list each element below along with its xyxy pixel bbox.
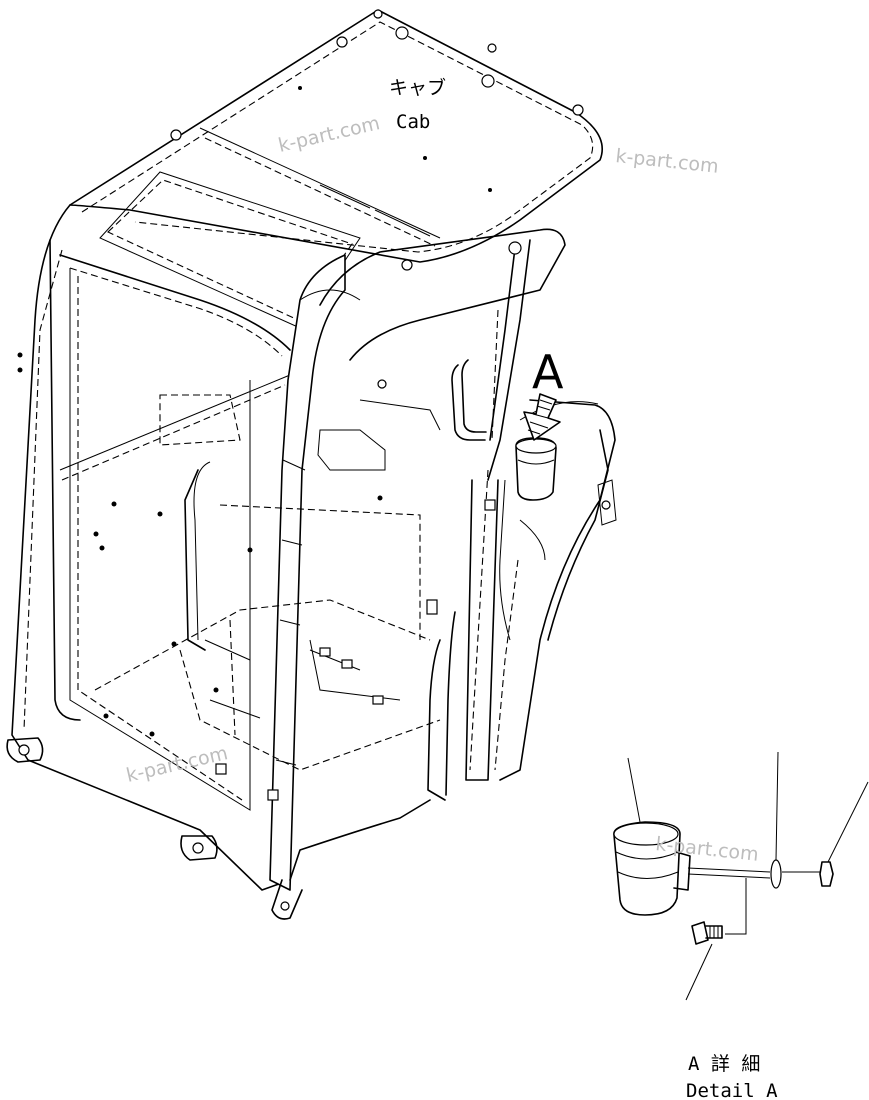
cab-frame bbox=[6, 204, 566, 920]
detail-a-assembly bbox=[613, 751, 869, 1001]
cab-roof bbox=[69, 9, 603, 329]
view-marker-label: A bbox=[532, 345, 564, 399]
cab-label-en: Cab bbox=[396, 111, 430, 133]
watermark-3: k-part.com bbox=[124, 742, 230, 787]
watermark-4: k-part.com bbox=[654, 833, 759, 866]
detail-a-label-en: Detail A bbox=[686, 1080, 778, 1100]
cab-label-jp: キャブ bbox=[389, 76, 446, 99]
watermark-1: k-part.com bbox=[276, 112, 382, 157]
right-side-console bbox=[494, 399, 617, 781]
detail-a-label-jp: A 詳 細 bbox=[688, 1053, 760, 1075]
view-arrow-a: A bbox=[523, 345, 564, 441]
watermark-2: k-part.com bbox=[614, 145, 719, 178]
